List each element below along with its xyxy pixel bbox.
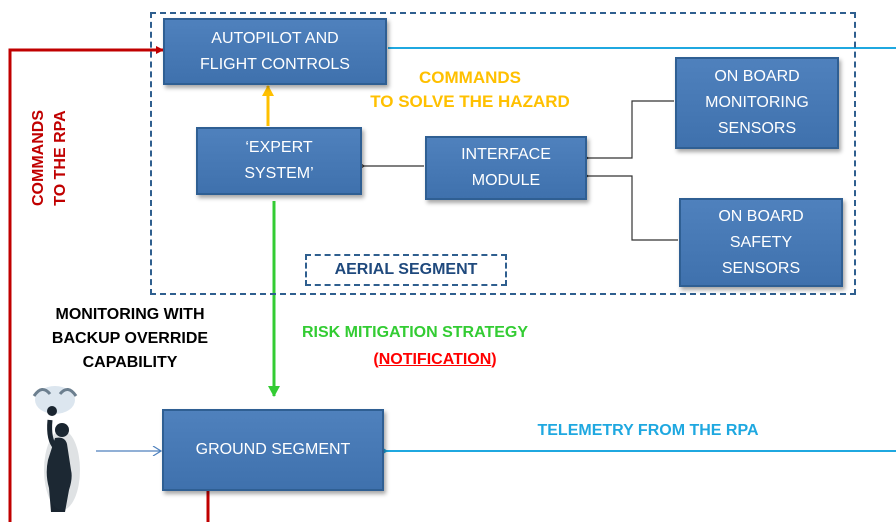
safety-sensors-label-3: SENSORS — [721, 259, 801, 277]
autopilot-box: AUTOPILOT AND FLIGHT CONTROLS — [163, 18, 387, 85]
ground-segment-box: GROUND SEGMENT — [162, 409, 384, 491]
commands-rpa-line-2: TO THE RPA — [52, 110, 69, 206]
safety-sensors-label-2: SAFETY — [729, 233, 793, 251]
expert-system-box: ‘EXPERT SYSTEM’ — [196, 127, 362, 195]
aerial-segment-frame — [150, 12, 856, 295]
autopilot-label-1: AUTOPILOT AND — [211, 29, 339, 47]
monitoring-sensors-label-2: MONITORING — [705, 94, 809, 111]
person-silhouette-icon — [32, 386, 80, 512]
interface-module-box: INTERFACE MODULE — [425, 136, 587, 200]
autopilot-label-2: FLIGHT CONTROLS — [200, 55, 350, 73]
monitoring-sensors-connector — [588, 100, 674, 158]
commands-rpa-line-1: COMMANDS — [30, 110, 47, 206]
commands-to-rpa-line — [8, 50, 210, 522]
monitoring-backup-line-3: CAPABILITY — [82, 354, 178, 371]
interface-label-1: INTERFACE — [461, 146, 551, 163]
notification-label: (NOTIFICATION) — [373, 351, 497, 368]
expert-label-1: ‘EXPERT — [245, 139, 313, 156]
monitoring-sensors-label-3: SENSORS — [717, 120, 797, 137]
interface-label-2: MODULE — [471, 172, 541, 189]
commands-solve-line-1: COMMANDS — [419, 68, 521, 87]
commands-to-rpa-label: COMMANDS TO THE RPA — [20, 58, 80, 258]
commands-solve-line-2: TO SOLVE THE HAZARD — [370, 92, 570, 111]
monitoring-sensors-box: ON BOARD MONITORING SENSORS — [675, 57, 839, 149]
safety-sensors-label-1: ON BOARD — [718, 207, 804, 225]
monitoring-backup-label: MONITORING WITH BACKUP OVERRIDE CAPABILI… — [20, 303, 240, 375]
monitoring-sensors-label-1: ON BOARD — [714, 68, 800, 85]
telemetry-label: TELEMETRY FROM THE RPA — [537, 422, 759, 439]
monitoring-backup-line-1: MONITORING WITH — [55, 306, 205, 323]
monitoring-backup-line-2: BACKUP OVERRIDE — [51, 330, 209, 347]
aerial-segment-label: AERIAL SEGMENT — [305, 254, 507, 286]
safety-sensors-connector — [588, 176, 678, 241]
expert-label-2: SYSTEM’ — [244, 165, 314, 182]
commands-solve-label: COMMANDS TO SOLVE THE HAZARD — [335, 66, 605, 114]
risk-mitigation-label: RISK MITIGATION STRATEGY — [301, 324, 529, 341]
notification-text: NOTIFICATION — [378, 351, 492, 368]
safety-sensors-box: ON BOARD SAFETY SENSORS — [679, 198, 843, 287]
ground-segment-label: GROUND SEGMENT — [195, 441, 351, 458]
